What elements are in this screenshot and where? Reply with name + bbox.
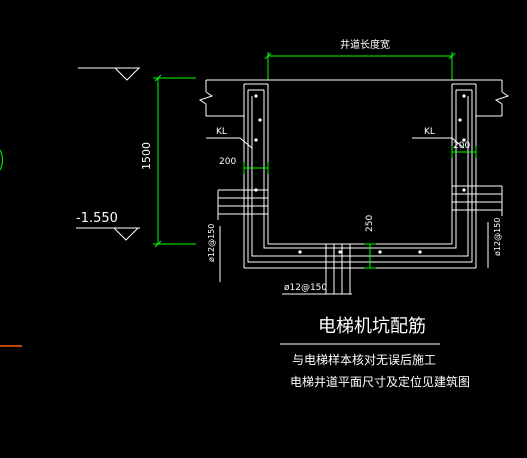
shaft-width-dimension bbox=[264, 52, 456, 80]
depth-label: 1500 bbox=[140, 142, 153, 170]
dim-200-right-line bbox=[451, 146, 477, 158]
note-line-2: 电梯井道平面尺寸及定位见建筑图 bbox=[290, 374, 470, 389]
pit-wall-outline bbox=[243, 83, 477, 269]
dim-200-left-label: 200 bbox=[219, 157, 236, 167]
pit-reinforcement bbox=[247, 89, 473, 263]
right-bar-stubs bbox=[452, 185, 503, 216]
dim-200-left-line bbox=[243, 162, 269, 174]
top-elevation-marker bbox=[78, 67, 140, 81]
dim-200-right-label: 200 bbox=[453, 141, 470, 151]
slab-top-line bbox=[198, 79, 510, 117]
rebar-dots bbox=[254, 94, 466, 254]
left-bar-stubs bbox=[217, 189, 268, 220]
shaft-width-label: 井道长度宽 bbox=[340, 38, 390, 51]
rebar-left-label: ø12@150 bbox=[207, 224, 216, 262]
rebar-right-label: ø12@150 bbox=[493, 218, 502, 256]
kl-left-label: KL bbox=[216, 127, 227, 137]
kl-right-label: KL bbox=[424, 127, 435, 137]
rebar-bottom-label: ø12@150 bbox=[284, 283, 327, 293]
bottom-elevation-marker bbox=[76, 227, 140, 241]
elevation-label: -1.550 bbox=[76, 211, 118, 226]
kl-right-leader bbox=[412, 137, 465, 149]
depth-dimension-line bbox=[153, 74, 196, 248]
dim-250-line bbox=[364, 243, 376, 269]
drawing-title: 电梯机坑配筋 bbox=[318, 316, 426, 337]
note-line-1: 与电梯样本核对无误后施工 bbox=[292, 352, 436, 367]
dim-250-label: 250 bbox=[365, 215, 375, 232]
kl-left-leader bbox=[206, 137, 253, 149]
edge-arc-fragment bbox=[0, 149, 3, 171]
rebar-bottom-leader bbox=[282, 244, 352, 295]
